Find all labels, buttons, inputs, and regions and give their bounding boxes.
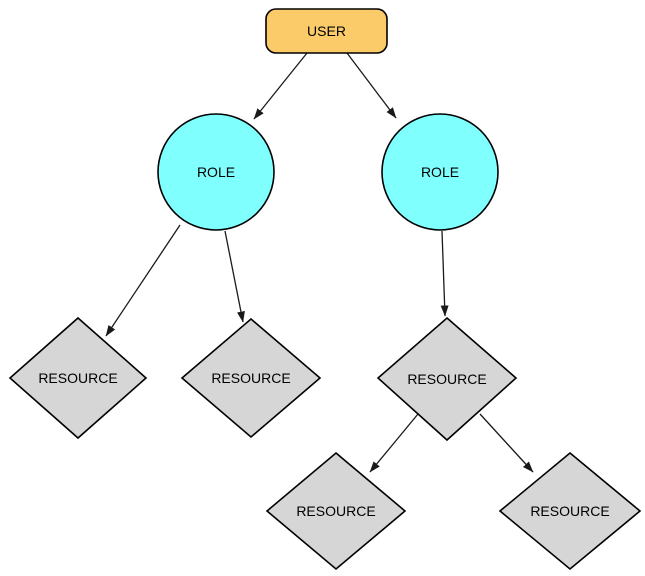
edge-role-right-to-resource-right [440,230,449,317]
node-role-left: ROLE [157,113,275,231]
node-resource-right: RESOURCE [376,316,518,442]
edge-resource-right-to-resource-bottom-left [369,413,419,473]
resource-right-shape [376,316,518,442]
resource-bottom-right-label: RESOURCE [530,503,609,519]
edge-role-left-to-resource-middle [224,230,245,323]
node-user: USER [265,8,388,54]
node-resource-bottom-right: RESOURCE [498,451,642,571]
node-role-right: ROLE [381,113,499,231]
resource-left-shape [8,316,148,440]
edge-resource-right-to-resource-bottom-right [479,413,534,473]
node-resource-bottom-left: RESOURCE [265,451,407,571]
node-resource-middle: RESOURCE [180,317,322,439]
resource-bottom-left-shape [265,451,407,571]
role-left-shape [157,113,275,231]
edge-user-to-role-right [346,52,397,119]
resource-bottom-right-shape [498,451,642,571]
edges [105,52,534,473]
node-resource-left: RESOURCE [8,316,148,440]
edge-role-left-to-resource-left [105,224,181,337]
resource-right-label: RESOURCE [407,371,486,387]
resource-middle-label: RESOURCE [211,370,290,386]
user-shape [265,8,388,54]
edge-user-to-role-left [253,52,308,120]
resource-left-label: RESOURCE [38,370,117,386]
role-right-shape [381,113,499,231]
role-right-label: ROLE [421,164,459,180]
user-label: USER [307,23,346,39]
resource-bottom-left-label: RESOURCE [296,503,375,519]
role-left-label: ROLE [197,164,235,180]
resource-middle-shape [180,317,322,439]
